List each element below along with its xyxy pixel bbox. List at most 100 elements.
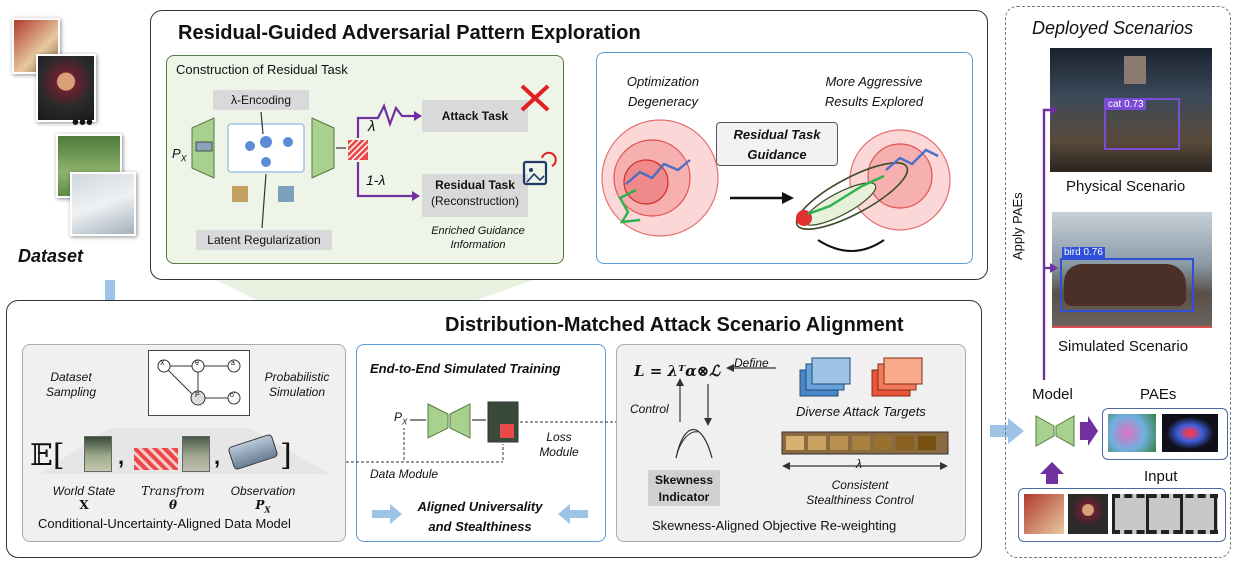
consistent-stealthiness-label: Consistent Stealthiness Control xyxy=(790,478,930,508)
aggressive-results-label: More Aggressive Results Explored xyxy=(808,72,940,112)
simulated-divider xyxy=(1052,326,1212,328)
node-o-label: o' xyxy=(230,392,236,399)
px-sub: X xyxy=(180,153,187,164)
comma-1: , xyxy=(118,444,125,469)
latent-point xyxy=(260,136,272,148)
simulated-detection-label: bird 0.76 xyxy=(1062,247,1105,258)
image-refresh-icon xyxy=(522,151,557,186)
physical-detection-label: cat 0.73 xyxy=(1106,99,1146,110)
residual-task-label: Residual Task xyxy=(435,178,515,192)
ellipsis: ••• xyxy=(72,112,94,134)
aligned-arrow-left xyxy=(372,504,402,524)
latent-thumb-2 xyxy=(278,186,294,202)
training-encoder xyxy=(427,403,449,439)
control-label: Control xyxy=(630,402,669,416)
probabilistic-simulation-label: Probabilistic Simulation xyxy=(252,370,342,400)
node-x-label: X xyxy=(160,360,165,367)
attack-branch xyxy=(356,103,416,138)
reconstruction-label: (Reconstruction) xyxy=(430,194,520,208)
world-state-label: World State X xyxy=(44,484,124,512)
face-blur xyxy=(1124,56,1146,84)
deployed-title: Deployed Scenarios xyxy=(1032,18,1194,38)
expectation-symbol: 𝔼[ xyxy=(30,438,65,473)
regularization-arrow xyxy=(261,173,267,229)
input-thumb-1 xyxy=(1024,494,1064,534)
skewness-line-1: Skewness xyxy=(654,473,714,487)
apply-paes-label: Apply PAEs xyxy=(1010,180,1025,260)
reweight-caption: Skewness-Aligned Objective Re-weighting xyxy=(652,518,897,533)
px-letter: P xyxy=(172,146,181,161)
latent-point xyxy=(283,137,293,147)
px-label: PX xyxy=(172,146,187,164)
opt-deg-line-2: Degeneracy xyxy=(627,94,699,109)
guidance-line-1: Residual Task xyxy=(733,127,821,142)
consistent-line-1: Consistent xyxy=(831,478,889,492)
aggr-line-1: More Aggressive xyxy=(825,74,923,89)
training-px-letter: P xyxy=(394,410,403,424)
degenerate-landscape xyxy=(601,119,719,237)
residual-task-title: Construction of Residual Task xyxy=(176,62,348,77)
physical-scenario-label: Physical Scenario xyxy=(1066,178,1186,195)
sampling-line-2: Sampling xyxy=(45,385,97,399)
node-a-label: a xyxy=(231,360,235,367)
aligned-line-2: and Stealthiness xyxy=(428,519,532,534)
data-module-label: Data Module xyxy=(370,467,439,481)
aggr-line-2: Results Explored xyxy=(824,94,924,109)
observation-sub: X xyxy=(264,504,271,515)
node-theta-label: θ xyxy=(195,360,199,367)
dataset-label: Dataset xyxy=(18,246,84,266)
residual-task-recon-box: Residual Task (Reconstruction) xyxy=(422,174,528,217)
latent-point xyxy=(261,157,271,167)
enriched-line-2: Information xyxy=(450,239,506,251)
observation-text: Observation xyxy=(230,484,296,498)
residual-branch xyxy=(356,162,414,198)
attack-task-box: Attack Task xyxy=(422,100,528,132)
blue-target-stack xyxy=(799,357,851,397)
enriched-line-1: Enriched Guidance xyxy=(431,225,525,237)
bottom-panel-title: Distribution-Matched Attack Scenario Ali… xyxy=(445,314,904,336)
guidance-line-2: Guidance xyxy=(747,147,807,162)
camera-icon xyxy=(195,141,213,152)
aligned-universality-label: Aligned Universality and Stealthiness xyxy=(398,497,562,537)
prob-line-2: Simulation xyxy=(268,385,326,399)
dataset-image-2 xyxy=(36,54,96,122)
input-filmstrip xyxy=(1112,494,1218,534)
top-panel-title: Residual-Guided Adversarial Pattern Expl… xyxy=(178,22,641,44)
pae-thumb-1 xyxy=(1108,414,1156,452)
residual-guidance-box: Residual Task Guidance xyxy=(716,122,838,166)
model-encoder xyxy=(1035,415,1055,447)
red-target-stack xyxy=(871,357,923,397)
apply-paes-text: Apply PAEs xyxy=(1010,192,1025,260)
car-shape xyxy=(1064,264,1186,306)
aligned-arrow-right xyxy=(558,504,588,524)
transform-label: Transfrom θ xyxy=(128,484,218,512)
observation-symbol: P xyxy=(255,498,265,512)
data-model-caption: Conditional-Uncertainty-Aligned Data Mod… xyxy=(38,516,291,531)
input-label: Input xyxy=(1144,468,1178,485)
encoding-arrow xyxy=(260,111,264,135)
world-state-image xyxy=(84,436,112,472)
dataset-image-4 xyxy=(70,172,136,236)
training-title: End-to-End Simulated Training xyxy=(370,361,561,376)
training-px-label: PX xyxy=(394,410,407,426)
input-thumb-2 xyxy=(1068,494,1108,534)
paes-label: PAEs xyxy=(1140,386,1177,403)
explored-landscape xyxy=(795,129,951,252)
consistent-line-2: Stealthiness Control xyxy=(806,493,914,507)
transform-patch xyxy=(134,448,178,470)
transform-image xyxy=(182,436,210,472)
sampling-line-1: Dataset xyxy=(50,370,92,384)
model-decoder xyxy=(1055,415,1075,447)
node-p-label: P xyxy=(195,392,200,399)
opt-deg-line-1: Optimization xyxy=(626,74,700,89)
world-state-symbol: X xyxy=(79,498,89,512)
latent-point xyxy=(245,141,255,151)
prob-line-1: Probabilistic xyxy=(264,370,330,384)
transform-symbol: θ xyxy=(168,498,177,512)
